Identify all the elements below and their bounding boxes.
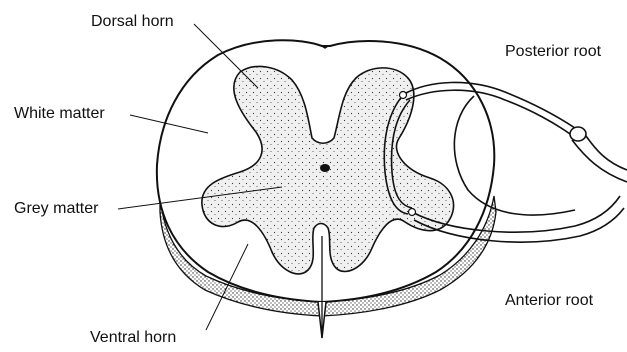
label-anterior-root: Anterior root [505, 293, 593, 309]
central-canal [320, 164, 330, 172]
label-dorsal-horn: Dorsal horn [91, 14, 174, 30]
label-grey-matter: Grey matter [14, 201, 98, 217]
label-white-matter: White matter [14, 106, 105, 122]
label-ventral-horn: Ventral horn [90, 330, 176, 346]
spinal-ganglion [570, 127, 586, 141]
label-posterior-root: Posterior root [505, 44, 601, 60]
